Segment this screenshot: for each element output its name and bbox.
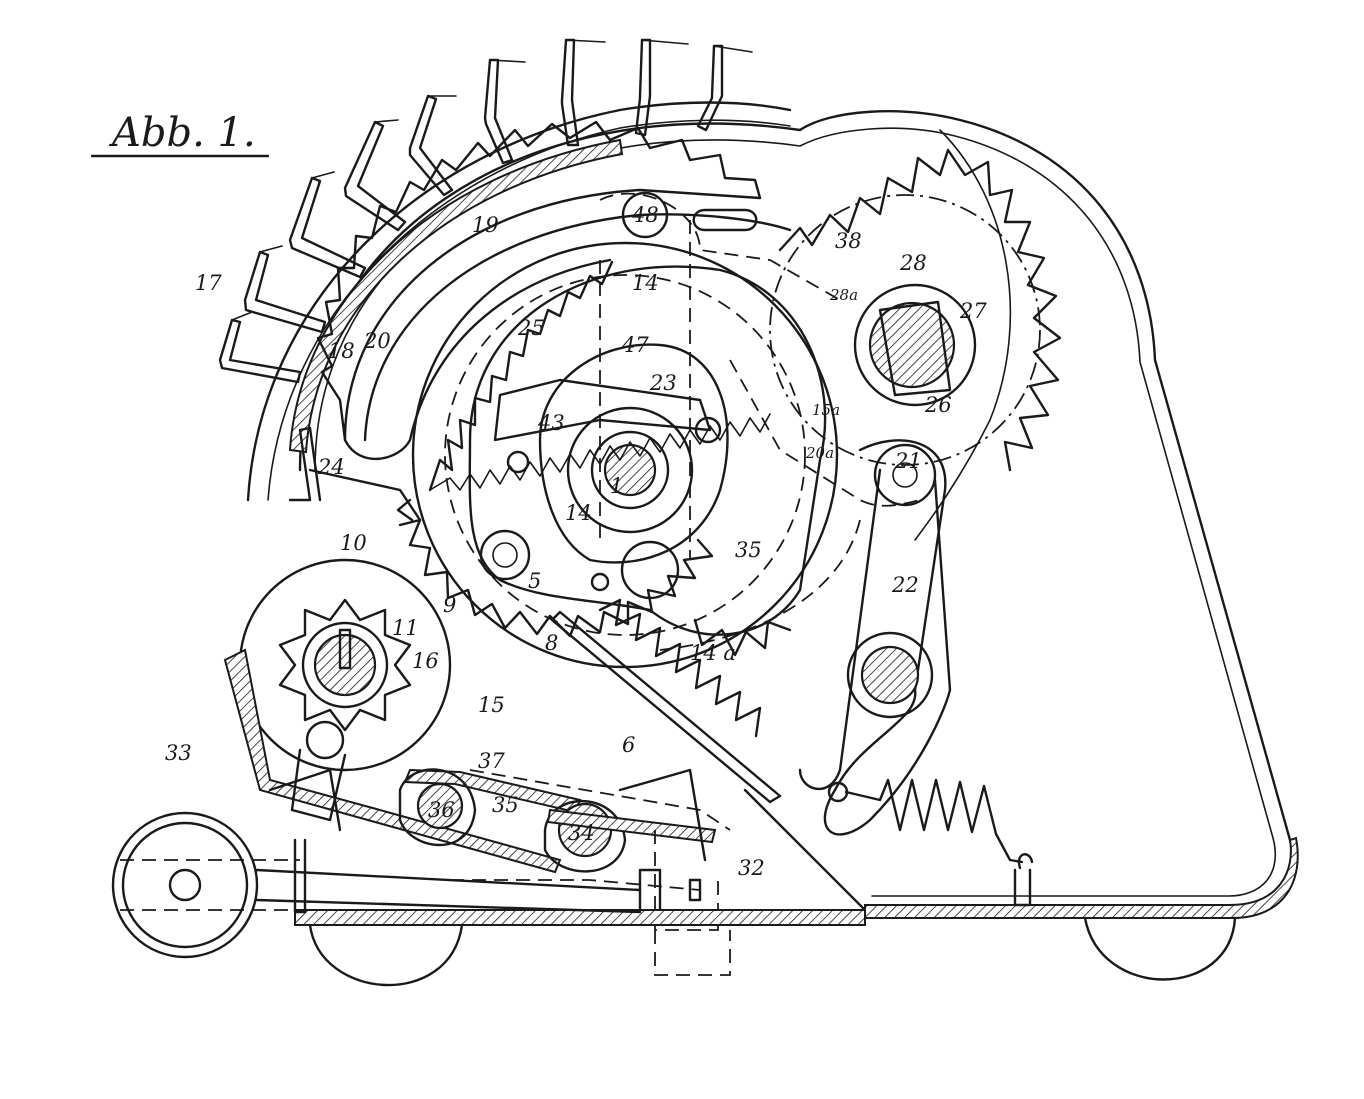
label-6: 6 <box>622 733 635 757</box>
cam-plate <box>468 265 827 636</box>
label-21: 21 <box>894 449 922 473</box>
segment-inner-edge <box>363 213 792 442</box>
label-38: 38 <box>835 229 862 253</box>
lever-22 <box>798 439 952 836</box>
wheel-right <box>1083 916 1237 981</box>
label-25: 25 <box>517 316 545 340</box>
pin-48 <box>621 191 669 239</box>
label-14-center: 14 <box>565 501 592 525</box>
spring-23 <box>429 413 771 491</box>
shaft-housing-28 <box>853 283 977 407</box>
label-17: 17 <box>195 271 222 295</box>
label-28: 28 <box>899 251 927 275</box>
segment-slot <box>343 258 612 460</box>
label-48: 48 <box>631 203 659 227</box>
label-19: 19 <box>472 213 499 237</box>
label-36: 36 <box>428 798 455 822</box>
gear-pitch-dashed <box>444 274 806 636</box>
spring-hook <box>1017 853 1034 870</box>
slot <box>692 208 758 232</box>
label-23: 23 <box>649 371 677 395</box>
roller-rod <box>255 868 642 914</box>
label-15: 15 <box>478 693 505 717</box>
label-8: 8 <box>545 631 558 655</box>
label-37: 37 <box>478 749 505 773</box>
figure-title: Abb. 1. <box>108 110 256 156</box>
outer-guide-arc-inner <box>267 119 791 501</box>
base-post-right <box>1013 868 1032 907</box>
label-5: 5 <box>528 569 541 593</box>
label-27: 27 <box>959 299 987 323</box>
label-35-lower: 35 <box>492 793 519 817</box>
gear-38 <box>778 148 1062 472</box>
label-11: 11 <box>392 616 419 640</box>
label-14-top: 14 <box>632 271 659 295</box>
toothed-segment <box>316 120 762 442</box>
label-9: 9 <box>443 593 456 617</box>
lower-plates <box>223 648 731 891</box>
shaft-27 <box>868 301 956 389</box>
base-post <box>293 838 307 914</box>
label-43: 43 <box>537 411 565 435</box>
spring-25 <box>428 260 614 492</box>
label-14a: 14 a <box>690 641 736 665</box>
key-levers <box>218 38 753 384</box>
dashed-link-3 <box>599 192 841 301</box>
label-16: 16 <box>412 649 439 673</box>
label-28a: 28a <box>829 286 858 304</box>
base-plate-right <box>864 836 1299 919</box>
label-10: 10 <box>340 531 367 555</box>
spring-6 <box>598 598 762 738</box>
label-20a: 20a <box>805 444 834 462</box>
label-35-upper: 35 <box>735 538 762 562</box>
shaft-key <box>878 300 952 397</box>
bracket-24 <box>288 426 322 502</box>
roller-33 <box>111 811 259 959</box>
label-34: 34 <box>568 821 595 845</box>
label-32: 32 <box>738 856 765 880</box>
rod-6 <box>550 610 782 804</box>
label-15a: 15a <box>812 401 840 419</box>
guide-band <box>288 138 624 454</box>
slider-block <box>688 878 702 902</box>
dashed-link-4 <box>729 359 921 507</box>
base-plate <box>294 909 866 926</box>
wheel-left <box>308 923 464 987</box>
label-24: 24 <box>317 455 345 479</box>
part-labels: 1 5 6 8 9 10 11 14 14 14 a 15 15a 16 17 … <box>165 203 987 880</box>
label-47: 47 <box>621 333 649 357</box>
dashed-link-5 <box>659 519 861 651</box>
label-1: 1 <box>610 474 623 498</box>
return-spring <box>844 778 1024 864</box>
gear-38-pitch <box>769 194 1041 466</box>
roller-axle-dashed <box>120 859 300 911</box>
label-26: 26 <box>924 393 952 417</box>
label-20: 20 <box>363 329 391 353</box>
link-24 <box>308 468 422 527</box>
slider-dashed <box>654 830 731 976</box>
label-18: 18 <box>328 339 355 363</box>
label-22: 22 <box>891 573 919 597</box>
label-33: 33 <box>165 741 192 765</box>
